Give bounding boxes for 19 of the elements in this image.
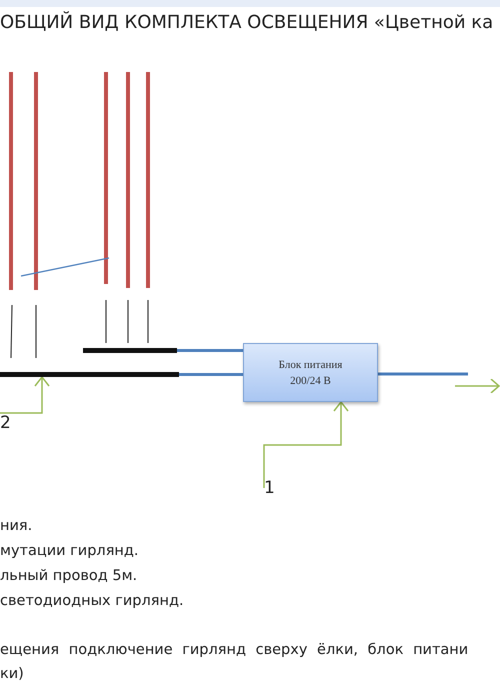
wire bbox=[179, 373, 243, 376]
wire bbox=[378, 372, 468, 376]
callout-number: 1 bbox=[264, 478, 292, 502]
note-text: мутации гирлянд. bbox=[0, 543, 139, 559]
leader-arrow bbox=[263, 401, 349, 488]
wire bbox=[177, 349, 243, 352]
box-label: Блок питания bbox=[278, 358, 342, 370]
note-text: ния. bbox=[0, 518, 32, 534]
note-text: ки) bbox=[0, 666, 24, 682]
power-supply-box bbox=[243, 343, 378, 402]
title: ОБЩИЙ ВИД КОМПЛЕКТА ОСВЕЩЕНИЯ «Цветной ка bbox=[0, 12, 494, 33]
connector-bar bbox=[0, 372, 179, 377]
box-label: 200/24 В bbox=[290, 374, 331, 386]
note-text: ещения подключение гирлянд сверху ёлки, блок питани bbox=[0, 642, 468, 658]
connector-bar bbox=[83, 348, 177, 353]
leader-arrow bbox=[0, 376, 50, 414]
callout-number: 2 bbox=[0, 413, 20, 441]
note-text: светодиодных гирлянд. bbox=[0, 593, 184, 609]
note-text: льный провод 5м. bbox=[0, 568, 138, 584]
